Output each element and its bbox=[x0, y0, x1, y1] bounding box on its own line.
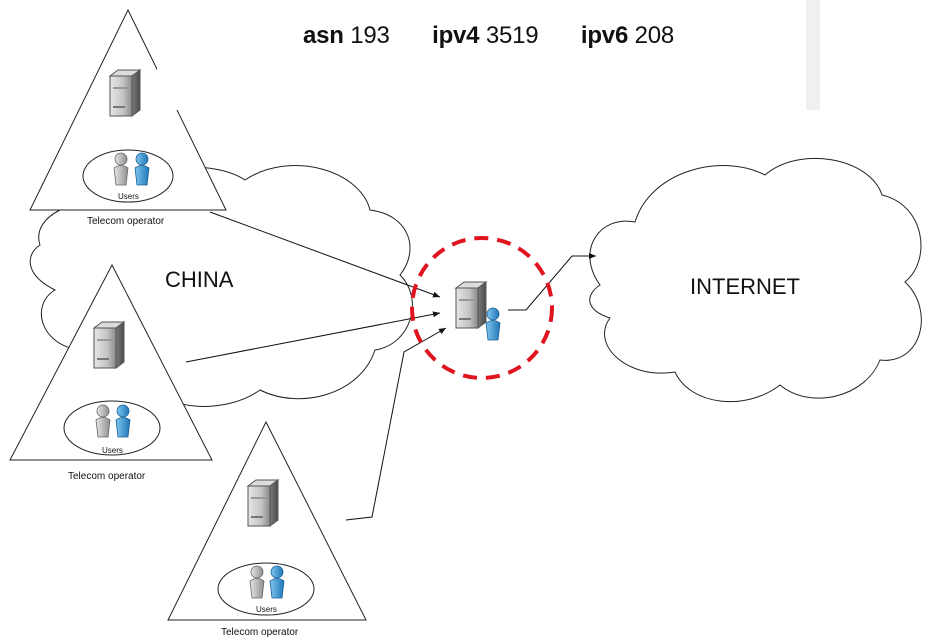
telecom-operator-1: Users Telecom operator bbox=[29, 8, 227, 227]
users-label: Users bbox=[118, 192, 139, 201]
users-label: Users bbox=[256, 605, 277, 614]
user-blue-icon bbox=[134, 152, 150, 186]
ipv6-value: 208 bbox=[634, 22, 675, 49]
ipv6-label: ipv6 bbox=[580, 22, 629, 49]
server-icon bbox=[455, 281, 487, 329]
user-gray-icon bbox=[113, 152, 129, 186]
user-blue-icon bbox=[115, 404, 131, 438]
connector-operator-2 bbox=[185, 311, 441, 363]
users-label: Users bbox=[102, 446, 123, 455]
connector-operator-1 bbox=[209, 211, 441, 298]
asn-stat: asn 193 bbox=[303, 22, 390, 49]
users-group bbox=[82, 149, 174, 203]
stats-banner: asn 193 ipv4 3519 ipv6 208 bbox=[157, 0, 820, 110]
banner-edge bbox=[806, 0, 820, 110]
users-group bbox=[63, 400, 161, 456]
server-icon bbox=[109, 69, 141, 117]
ipv4-stat: ipv4 3519 bbox=[432, 22, 538, 49]
operator-label: Telecom operator bbox=[87, 216, 165, 227]
operator-label: Telecom operator bbox=[221, 627, 299, 638]
internet-cloud bbox=[589, 157, 922, 403]
highlight-circle bbox=[410, 236, 554, 380]
user-blue-icon bbox=[485, 307, 501, 341]
asn-label: asn bbox=[302, 22, 344, 49]
user-gray-icon bbox=[249, 565, 265, 599]
connector-internet bbox=[508, 253, 596, 311]
china-label: CHINA bbox=[165, 267, 234, 292]
users-group bbox=[217, 562, 315, 616]
asn-value: 193 bbox=[350, 22, 390, 49]
ipv4-label: ipv4 bbox=[432, 22, 480, 49]
user-blue-icon bbox=[269, 565, 285, 599]
user-gray-icon bbox=[95, 404, 111, 438]
server-icon bbox=[93, 321, 125, 369]
ipv6-stat: ipv6 208 bbox=[581, 22, 674, 49]
ipv4-value: 3519 bbox=[485, 22, 539, 49]
gateway-server bbox=[455, 281, 501, 341]
telecom-operator-3: Users Telecom operator bbox=[167, 420, 367, 638]
server-icon bbox=[247, 479, 279, 527]
telecom-operator-2: Users Telecom operator bbox=[9, 263, 213, 482]
operator-label: Telecom operator bbox=[68, 471, 146, 482]
internet-label: INTERNET bbox=[690, 274, 800, 299]
connector-operator-3 bbox=[345, 327, 447, 521]
stats-row: asn 193 ipv4 3519 ipv6 208 bbox=[157, 22, 820, 50]
